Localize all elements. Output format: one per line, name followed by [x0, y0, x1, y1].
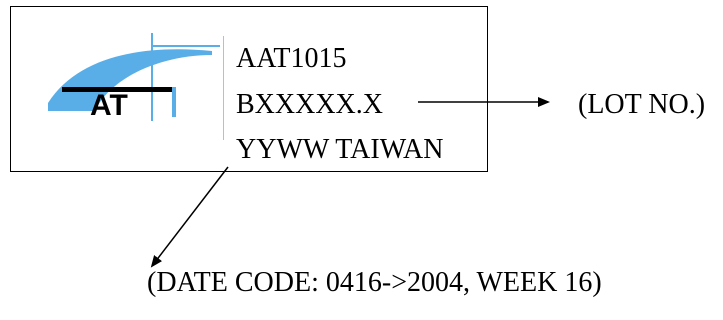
logo-divider	[223, 36, 224, 140]
lot-number-label: (LOT NO.)	[578, 89, 706, 120]
logo-text: AT	[90, 89, 128, 122]
package-marking-box	[10, 6, 488, 172]
date-code-label: (DATE CODE: 0416->2004, WEEK 16)	[147, 267, 602, 298]
aat-logo-icon: AT	[48, 33, 220, 122]
date-arrow	[150, 166, 229, 268]
date-code-line: YYWW TAIWAN	[236, 134, 444, 165]
part-number: AAT1015	[236, 43, 347, 74]
lot-code: BXXXXX.X	[236, 89, 383, 120]
